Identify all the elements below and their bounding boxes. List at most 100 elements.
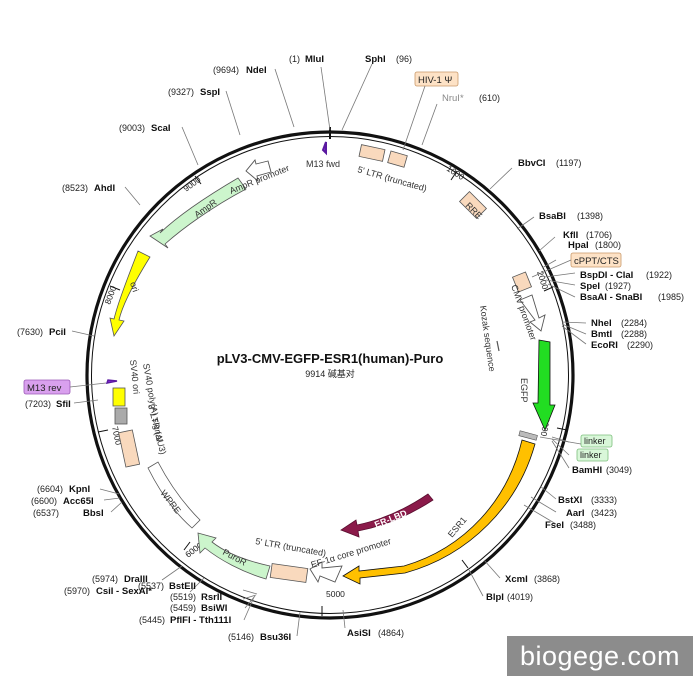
- site-name-ndei: NdeI: [246, 65, 267, 76]
- m13-fwd-primer: [321, 141, 327, 156]
- site-name-pcii: PciI: [49, 327, 66, 338]
- site-name-kfli: KflI: [563, 230, 578, 241]
- linker-mark: [518, 430, 538, 441]
- site-pos-blpi: (4019): [507, 592, 533, 602]
- site-pos-kpni: (6604): [37, 484, 63, 494]
- site-name-fsei: FseI: [545, 520, 564, 531]
- cppt-tag: cPPT/CTS: [570, 252, 622, 268]
- tick-label-1000: 1000: [445, 163, 467, 182]
- site-name-mlui: MluI: [305, 54, 324, 65]
- site-name-aari: AarI: [566, 508, 584, 519]
- site-pos-bmti: (2288): [621, 329, 647, 339]
- site-name-pflfi: PflFI - Tth111I: [170, 615, 231, 626]
- site-pos-sspi: (9327): [168, 87, 194, 97]
- site-name-nhei: NheI: [591, 318, 612, 329]
- ampr-promoter-arrow: [245, 159, 272, 183]
- egfp-arrow: [532, 339, 556, 432]
- ori-arrow: [109, 250, 151, 338]
- hiv-psi-label: HIV-1 Ψ: [418, 75, 452, 86]
- site-pos-fsei: (3488): [570, 520, 596, 530]
- site-pos-xcmi: (3868): [534, 574, 560, 584]
- ltr5-trunc-label: 5' LTR (truncated): [356, 164, 428, 193]
- site-name-nrui: NruI*: [442, 93, 464, 104]
- site-name-sspi: SspI: [200, 87, 220, 98]
- site-labels: (1) MluI SphI (96) NruI* (610) BbvCI (11…: [17, 54, 684, 643]
- er-lbd-arrow: [340, 493, 434, 538]
- site-name-draiii: DraIII: [124, 574, 148, 585]
- kozak-mark: [496, 340, 500, 352]
- site-pos-bsabi: (1398): [577, 211, 603, 221]
- linker1-label: linker: [584, 436, 606, 446]
- site-name-xcmi: XcmI: [505, 574, 528, 585]
- sv40-polya-label: SV40 poly(A) signal: [141, 363, 165, 443]
- m13-rev-label: M13 rev: [27, 383, 62, 394]
- hiv-psi-leader: [402, 85, 426, 151]
- site-name-hpai: HpaI: [568, 240, 589, 251]
- site-pos-csii: (5970): [64, 586, 90, 596]
- kozak-label: Kozak sequence: [478, 305, 497, 372]
- plasmid-name: pLV3-CMV-EGFP-ESR1(human)-Puro: [217, 351, 444, 366]
- site-name-ecori: EcoRI: [591, 340, 618, 351]
- m13-fwd-label: M13 fwd: [306, 159, 340, 169]
- site-pos-bbsi: (6537): [33, 508, 59, 518]
- cppt-box: [511, 271, 533, 293]
- m13-rev-tag: M13 rev: [23, 379, 71, 395]
- linker-tag-1: linker: [580, 434, 613, 448]
- site-pos-pcii: (7630): [17, 327, 43, 337]
- site-leader-lines: [71, 63, 587, 637]
- site-name-bsaai-snabi: BsaAI - SnaBI: [580, 292, 642, 303]
- site-name-bspdi-clai: BspDI - ClaI: [580, 270, 633, 281]
- site-name-rsrii: RsrII: [201, 592, 222, 603]
- site-pos-bsaai-snabi: (1985): [658, 292, 684, 302]
- site-pos-aari: (3423): [591, 508, 617, 518]
- site-name-csii: CsiI - SexAI*: [96, 586, 152, 597]
- site-name-bamhi: BamHI: [572, 465, 602, 476]
- site-pos-asisi: (4864): [378, 628, 404, 638]
- site-pos-bbvci: (1197): [556, 158, 581, 168]
- tick-label-5000: 5000: [326, 589, 345, 599]
- esr1-arrow: [342, 439, 536, 585]
- ltr5-trunc2-label: 5' LTR (truncated): [255, 536, 327, 558]
- plasmid-size: 9914 碱基对: [305, 368, 355, 379]
- site-pos-sphi: (96): [396, 54, 412, 64]
- site-pos-pflfi: (5445): [139, 615, 165, 625]
- site-pos-bsiwi: (5459): [170, 603, 196, 613]
- site-name-bbsi: BbsI: [83, 508, 104, 519]
- er-lbd-label: ER-LBD: [373, 508, 409, 530]
- ori-label: ori: [128, 281, 141, 294]
- site-name-bsabi: BsaBI: [539, 211, 566, 222]
- site-name-spei: SpeI: [580, 281, 600, 292]
- site-name-bsteii: BstEII: [169, 581, 196, 592]
- site-pos-spei: (1927): [605, 281, 631, 291]
- puror-arrow: [197, 532, 271, 580]
- rre-box: [458, 190, 488, 220]
- site-pos-rsrii: (5519): [170, 592, 196, 602]
- sv40-ori-box: [114, 407, 128, 425]
- site-name-asisi: AsiSI: [347, 628, 371, 639]
- site-pos-bspdi-clai: (1922): [646, 270, 672, 280]
- site-name-bsiwi: BsiWI: [201, 603, 227, 614]
- site-name-bmti: BmtI: [591, 329, 612, 340]
- site-pos-kfli: (1706): [586, 230, 612, 240]
- linker2-label: linker: [580, 450, 602, 460]
- site-name-acc65i: Acc65I: [63, 496, 94, 507]
- site-pos-mlui: (1): [289, 54, 300, 64]
- site-pos-sfii: (7203): [25, 399, 51, 409]
- tick-label-9000: 9000: [181, 174, 202, 193]
- site-name-bstxi: BstXI: [558, 495, 582, 506]
- cppt-label: cPPT/CTS: [574, 256, 619, 267]
- hiv-psi-tag: HIV-1 Ψ: [414, 71, 459, 87]
- site-pos-scai: (9003): [119, 123, 145, 133]
- site-pos-bsu36i: (5146): [228, 632, 254, 642]
- site-pos-hpai: (1800): [595, 240, 621, 250]
- ltr3-box: [118, 429, 141, 468]
- site-pos-draiii: (5974): [92, 574, 118, 584]
- m13-rev-leader: [69, 382, 107, 388]
- site-name-bsu36i: Bsu36I: [260, 632, 291, 643]
- egfp-label: EGFP: [519, 378, 529, 403]
- site-name-sphi: SphI: [365, 54, 386, 65]
- watermark: biogege.com: [507, 636, 693, 676]
- cppt-leader: [531, 259, 572, 278]
- site-pos-bsteii: (5537): [138, 581, 164, 591]
